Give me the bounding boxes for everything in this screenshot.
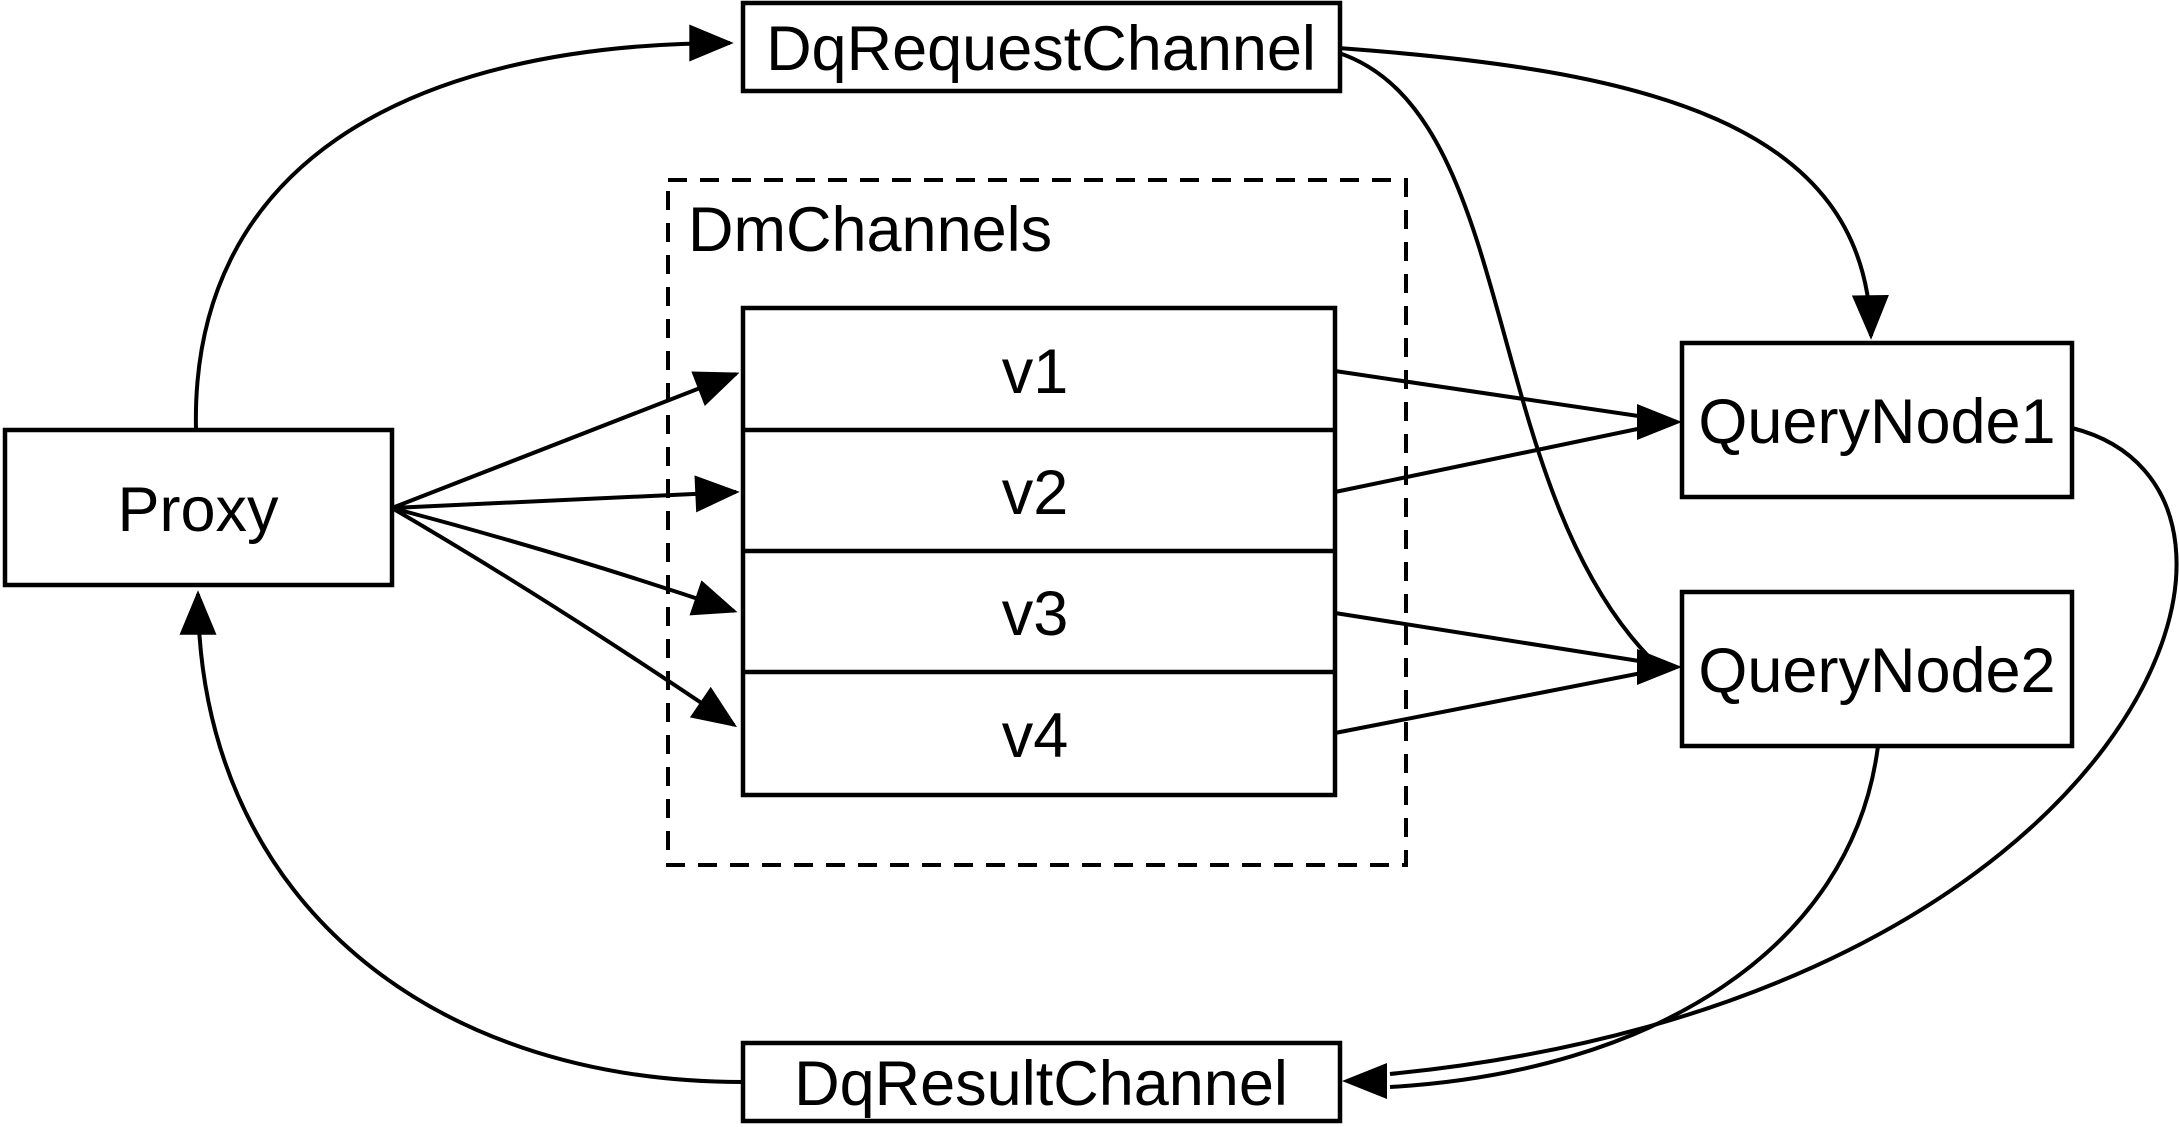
edge-v2-to-querynode1 — [1334, 424, 1653, 494]
dm-channels-label: DmChannels — [688, 195, 1052, 265]
edge-dqrequestchannel-to-querynode2 — [1335, 50, 1652, 660]
edge-proxy-to-v1 — [391, 371, 740, 510]
arrowhead-into-querynode1 — [1637, 404, 1682, 440]
edge-querynode1-to-dqresultchannel — [1389, 426, 2179, 1076]
edge-v1-to-querynode1 — [1334, 369, 1653, 420]
dq-request-channel-node — [740, 0, 1343, 94]
edge-dqrequestchannel-to-querynode1 — [1337, 46, 1889, 340]
dq-result-channel-label: DqResultChannel — [794, 1049, 1288, 1119]
edge-dqresultchannel-to-proxy — [179, 590, 744, 1084]
proxy-label: Proxy — [117, 475, 279, 545]
query-node-2-label: QueryNode2 — [1698, 636, 2055, 706]
dq-request-channel-label: DqRequestChannel — [766, 14, 1316, 84]
edge-proxy-to-v3 — [391, 506, 738, 616]
channel-row-v2-label: v2 — [1002, 458, 1069, 528]
edge-proxy-to-dqrequestchannel — [193, 24, 734, 431]
channel-row-v4-label: v4 — [1002, 701, 1069, 771]
channel-row-v1-label: v1 — [1002, 337, 1069, 407]
edge-v4-to-querynode2 — [1334, 669, 1653, 735]
proxy-node — [2, 427, 395, 588]
dm-channels-container — [666, 178, 1408, 867]
edge-v3-to-querynode2 — [1334, 611, 1653, 665]
arrowhead-into-dqresultchannel — [1342, 1063, 1387, 1099]
query-node-2 — [1679, 589, 2075, 749]
query-node-1 — [1679, 340, 2075, 500]
arrowhead-into-querynode2 — [1637, 649, 1682, 685]
edge-proxy-to-v2 — [391, 475, 740, 513]
channel-row-v3-label: v3 — [1002, 579, 1069, 649]
dq-result-channel-node — [740, 1040, 1343, 1124]
query-node-1-label: QueryNode1 — [1698, 387, 2055, 457]
edge-proxy-to-v4 — [390, 506, 738, 728]
edge-querynode2-to-dqresultchannel — [1389, 745, 1880, 1089]
